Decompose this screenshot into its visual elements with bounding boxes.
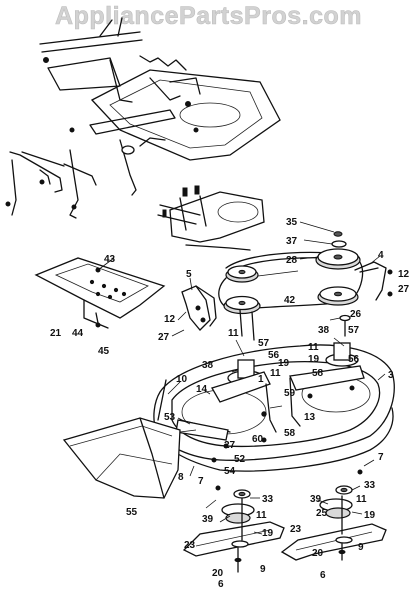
leader-lines	[97, 221, 386, 535]
callout-11-left-spindle: 11	[256, 510, 267, 521]
callout-42: 42	[284, 295, 296, 306]
callout-labels: 35 37 28 4 12 27 43 5 42 26 38 57 12 27 …	[50, 217, 410, 590]
callout-19-left-spindle: 19	[262, 528, 274, 539]
callout-38-left: 38	[202, 360, 214, 371]
callout-3: 3	[388, 370, 394, 381]
blade-right	[280, 469, 387, 561]
blade-left	[182, 485, 285, 573]
foot-plate	[34, 257, 166, 329]
callout-10: 10	[176, 374, 188, 385]
callout-55: 55	[126, 507, 138, 518]
callout-23-right: 23	[290, 524, 302, 535]
callout-28: 28	[286, 255, 298, 266]
callout-8: 8	[178, 472, 184, 483]
callout-25: 25	[316, 508, 328, 519]
callout-39-left: 39	[202, 514, 214, 525]
top-linkage-assembly	[39, 17, 281, 196]
callout-52: 52	[234, 454, 246, 465]
callout-37: 37	[286, 236, 298, 247]
callout-44: 44	[72, 328, 84, 339]
callout-12-upper: 12	[398, 269, 410, 280]
callout-27-lower: 27	[224, 440, 236, 451]
deck-rear-assembly	[157, 185, 265, 251]
callout-13: 13	[304, 412, 316, 423]
callout-35: 35	[286, 217, 298, 228]
left-lift-arms	[5, 149, 97, 219]
callout-5: 5	[186, 269, 192, 280]
pulley-belt-assembly	[218, 231, 393, 341]
callout-26: 26	[350, 309, 362, 320]
callout-12-left: 12	[164, 314, 176, 325]
callout-21: 21	[50, 328, 62, 339]
callout-33-left: 33	[262, 494, 274, 505]
callout-1: 1	[258, 374, 264, 385]
callout-11-mid: 11	[270, 368, 281, 379]
callout-27-upper: 27	[398, 284, 410, 295]
callout-59: 59	[284, 388, 296, 399]
callout-19-right: 19	[308, 354, 320, 365]
callout-7-right: 7	[378, 452, 384, 463]
callout-23-left: 23	[184, 540, 196, 551]
callout-45: 45	[98, 346, 110, 357]
watermark: AppliancePartsPros.com	[55, 2, 362, 31]
callout-19-mid: 19	[278, 358, 290, 369]
callout-20-right: 20	[312, 548, 324, 559]
callout-39-right: 39	[310, 494, 322, 505]
callout-6-right: 6	[320, 570, 326, 581]
callout-6-left: 6	[218, 579, 224, 590]
callout-9-right: 9	[358, 542, 364, 553]
callout-43: 43	[104, 254, 116, 265]
bracket-5	[181, 285, 217, 331]
callout-57-right: 57	[348, 325, 360, 336]
callout-54: 54	[224, 466, 236, 477]
callout-58-lower: 58	[284, 428, 296, 439]
callout-11-right: 11	[308, 342, 319, 353]
callout-56-left: 56	[268, 350, 280, 361]
mower-deck	[149, 342, 395, 472]
callout-20-left: 20	[212, 568, 224, 579]
callout-19-right-spindle: 19	[364, 510, 376, 521]
callout-4: 4	[378, 250, 384, 261]
callout-7-left: 7	[198, 476, 204, 487]
callout-9-left: 9	[260, 564, 266, 575]
discharge-chute	[62, 417, 181, 499]
callout-56-right: 56	[348, 354, 360, 365]
callout-27-left: 27	[158, 332, 170, 343]
callout-11-right-spindle: 11	[356, 494, 367, 505]
callout-11-left: 11	[228, 328, 239, 339]
callout-57-left: 57	[258, 338, 270, 349]
callout-53: 53	[164, 412, 176, 423]
callout-14: 14	[196, 384, 208, 395]
callout-33-right: 33	[364, 480, 376, 491]
callout-60: 60	[252, 434, 264, 445]
callout-38-right: 38	[318, 325, 330, 336]
callout-58-upper: 58	[312, 368, 324, 379]
